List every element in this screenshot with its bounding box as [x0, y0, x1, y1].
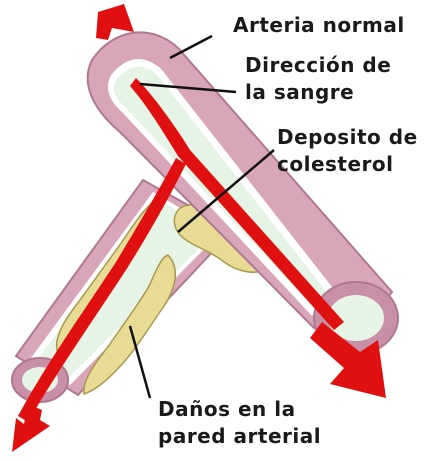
label-wall-damage-line2: pared arterial — [158, 423, 321, 450]
label-wall-damage-line1: Daños en la — [158, 396, 321, 423]
label-cholesterol-line2: colesterol — [277, 151, 418, 178]
blood-flow-branch-arrow — [12, 404, 50, 452]
label-normal-artery: Arteria normal — [233, 12, 405, 39]
label-cholesterol: Deposito de colesterol — [277, 124, 418, 178]
label-blood-direction-line1: Dirección de — [245, 52, 391, 79]
label-cholesterol-line1: Deposito de — [277, 124, 418, 151]
label-blood-direction: Dirección de la sangre — [245, 52, 391, 106]
label-wall-damage: Daños en la pared arterial — [158, 396, 321, 450]
label-blood-direction-line2: la sangre — [245, 79, 391, 106]
